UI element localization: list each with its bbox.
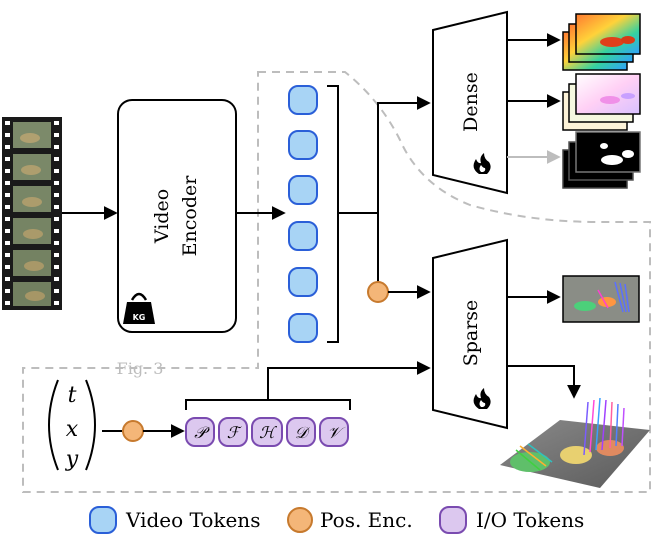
3d-tracks-render-icon [500,397,650,488]
io-token-v [319,417,349,447]
video-token [288,313,318,343]
arrow-sparse-to-3d-tracks [507,365,581,399]
flame-icon [473,153,491,174]
legend-video-tokens-label: Video Tokens [125,508,260,532]
query-coordinates: t x y [48,379,96,472]
figure-reference-label: Fig. 3 [117,359,164,378]
video-encoder-label-line1: Video [151,189,173,244]
video-tokens-column [288,85,318,343]
positional-encoding-node [367,281,389,303]
legend-pos-enc-label: Pos. Enc. [320,508,413,532]
dense-decoder-label: Dense [460,72,482,132]
video-token [288,85,318,115]
film-strip-icon [2,117,62,310]
video-token [288,221,318,251]
legend-io-token-swatch [439,506,467,534]
legend-video-token-swatch [89,506,117,534]
io-tokens-bracket [185,399,351,410]
video-encoder-label-line2: Encoder [179,175,201,257]
sparse-decoder-block [432,238,508,430]
io-token-h [251,417,283,447]
legend: Video Tokens Pos. Enc. I/O Tokens [89,506,584,534]
svg-text:KG: KG [133,313,146,322]
io-token-d [286,417,316,447]
flow-map-stack-icon [562,73,641,131]
legend-pos-enc-swatch [287,507,313,533]
video-encoder-box [117,99,237,333]
svg-text:𝒟: 𝒟 [295,423,311,442]
video-token [288,175,318,205]
coord-y: y [65,447,79,472]
video-token [288,130,318,160]
svg-text:ℋ: ℋ [259,423,277,442]
coord-x: x [66,417,79,442]
video-token [288,267,318,297]
mask-stack-icon [562,131,641,189]
point-tracks-image-icon [562,275,640,323]
branch-to-dense [377,96,431,213]
io-token-p [185,417,215,447]
coord-t: t [68,383,77,408]
arrow-io-tokens-to-sparse [267,361,431,400]
io-token-f [218,417,248,447]
dense-decoder-block [432,10,508,195]
sparse-decoder-label: Sparse [460,300,482,367]
positional-encoding-node [122,420,144,442]
svg-text:ℱ: ℱ [227,423,243,442]
legend-io-tokens-label: I/O Tokens [476,508,584,532]
depth-map-stack-icon [562,13,641,71]
flame-icon [473,388,491,409]
tokens-bracket [327,85,339,343]
io-tokens-row: 𝒫 ℱ ℋ 𝒟 𝒱 [185,417,349,447]
kettlebell-icon: KG [123,292,155,324]
dashed-region-boundary [22,71,651,493]
